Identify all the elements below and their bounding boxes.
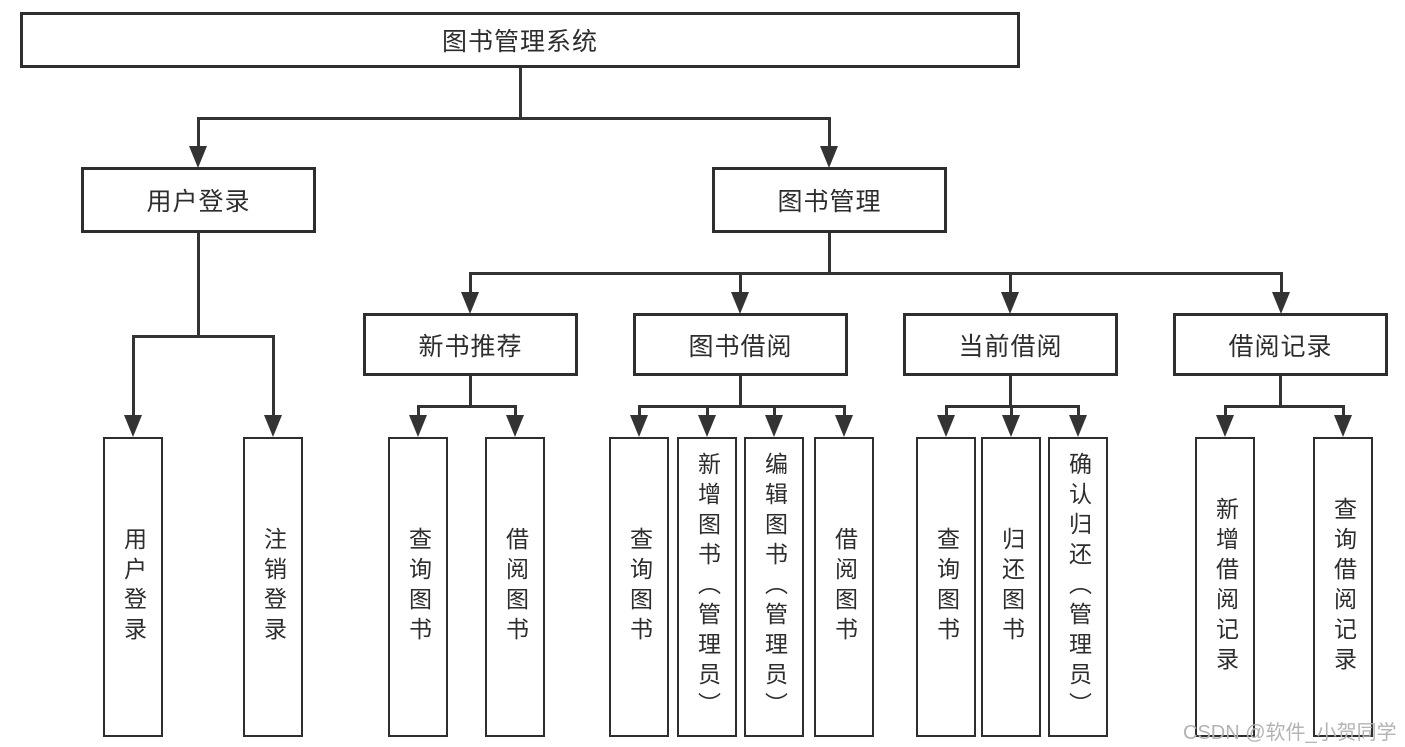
connector-line-vertical [196,117,200,148]
arrow-down-icon [1002,415,1020,437]
arrow-down-icon [409,415,427,437]
connector-line-vertical [1278,374,1282,407]
arrow-down-icon [1216,415,1234,437]
arrow-down-icon [765,415,783,437]
leaf-recommend-borrow-books: 借阅图书 [485,437,545,737]
connector-line-vertical [468,272,472,294]
node-label: 图书管理系统 [441,28,598,56]
connector-line-vertical [1008,374,1012,407]
leaf-current-confirm-return: 确认归还（管理员） [1048,437,1108,737]
connector-line-vertical [827,117,831,148]
node-label: 图书管理 [777,188,882,216]
connector-line-vertical [842,405,846,417]
arrow-down-icon [820,146,838,168]
arrow-down-icon [835,415,853,437]
connector-line-vertical [196,232,200,337]
node-label: 新增借阅记录 [1212,497,1239,677]
node-label: 查询图书 [405,527,432,647]
leaf-recommend-query-books: 查询图书 [388,437,448,737]
arrow-down-icon [264,415,282,437]
connector-line-vertical [131,335,135,417]
leaf-records-query-record: 查询借阅记录 [1313,437,1373,737]
connector-line-vertical [1009,405,1013,417]
connector-line-vertical [271,335,275,417]
arrow-down-icon [1069,415,1087,437]
node-label: 归还图书 [998,527,1025,647]
connector-line-vertical [468,374,472,407]
arrow-down-icon [698,415,716,437]
node-label: 用户登录 [120,527,147,647]
arrow-down-icon [630,415,648,437]
connector-line-vertical [705,405,709,417]
watermark: CSDN @软件_小贺同学 [1183,722,1397,744]
arrow-down-icon [506,415,524,437]
leaf-user-login: 用户登录 [103,437,163,737]
connector-line-vertical [1279,272,1283,294]
connector-line-horizontal [197,117,831,120]
connector-line-vertical [738,374,742,407]
leaf-records-add-record: 新增借阅记录 [1195,437,1255,737]
arrow-down-icon [189,146,207,168]
connector-line-vertical [944,405,948,417]
leaf-borrow-edit-books: 编辑图书（管理员） [744,437,804,737]
connector-line-horizontal [1223,405,1345,408]
arrow-down-icon [1001,292,1019,314]
node-label: 当前借阅 [958,332,1063,361]
arrow-down-icon [124,415,142,437]
node-label: 确认归还（管理员） [1065,452,1092,722]
connector-line-vertical [1008,272,1012,294]
node-label: 新书推荐 [418,332,523,361]
connector-line-vertical [637,405,641,417]
arrow-down-icon [731,292,749,314]
leaf-current-return-books: 归还图书 [981,437,1041,737]
connector-line-horizontal [131,335,275,338]
connector-line-horizontal [637,405,846,408]
connector-line-vertical [772,405,776,417]
node-label: 借阅记录 [1228,332,1333,361]
connector-line-vertical [1223,405,1227,417]
connector-line-vertical [1076,405,1080,417]
connector-line-horizontal [468,272,1283,275]
node-label: 查询图书 [933,527,960,647]
connector-line-vertical [827,232,831,274]
node-label: 借阅图书 [502,527,529,647]
node-user-login: 用户登录 [81,167,316,233]
connector-line-vertical [513,405,517,417]
connector-line-horizontal [944,405,1080,408]
node-current-borrowing: 当前借阅 [903,313,1118,376]
node-label: 图书借阅 [688,332,793,361]
connector-line-vertical [518,68,522,118]
connector-line-vertical [738,272,742,294]
arrow-down-icon [461,292,479,314]
arrow-down-icon [937,415,955,437]
node-new-book-recommend: 新书推荐 [363,313,578,376]
node-book-borrowing: 图书借阅 [633,313,848,376]
node-label: 注销登录 [260,527,287,647]
node-label: 用户登录 [146,188,251,216]
node-label: 编辑图书（管理员） [761,452,788,722]
connector-line-vertical [416,405,420,417]
connector-line-horizontal [416,405,517,408]
leaf-borrow-borrow-books: 借阅图书 [814,437,874,737]
leaf-borrow-add-books: 新增图书（管理员） [677,437,737,737]
leaf-current-query-books: 查询图书 [916,437,976,737]
node-label: 借阅图书 [831,527,858,647]
arrow-down-icon [1272,292,1290,314]
node-label: 查询图书 [626,527,653,647]
node-label: 查询借阅记录 [1330,497,1357,677]
leaf-logout-login: 注销登录 [243,437,303,737]
node-book-management: 图书管理 [712,167,947,233]
leaf-borrow-query-books: 查询图书 [609,437,669,737]
node-library-management-system: 图书管理系统 [20,12,1020,68]
arrow-down-icon [1334,415,1352,437]
node-label: 新增图书（管理员） [694,452,721,722]
connector-line-vertical [1341,405,1345,417]
node-borrowing-records: 借阅记录 [1173,313,1388,376]
